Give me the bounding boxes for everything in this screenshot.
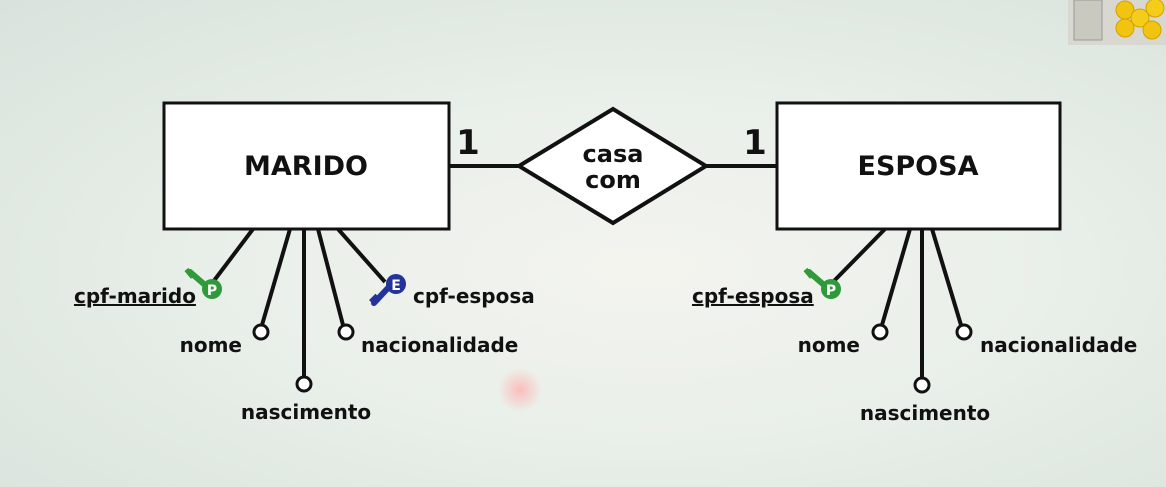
foreign-key-icon: E	[369, 274, 406, 306]
attr-marker-esposa-nome	[871, 323, 889, 341]
primary-key-icon: P	[184, 267, 222, 299]
attr-marker-marido-nacionalidade	[337, 323, 355, 341]
entity-marido-label: MARIDO	[244, 151, 368, 182]
marido-attribute-lines	[211, 227, 387, 376]
cardinality-right: 1	[743, 123, 767, 163]
primary-key-badge: P	[826, 283, 836, 299]
primary-key-icon: P	[803, 267, 841, 299]
relationship-casa-com[interactable]: casa com	[515, 106, 710, 226]
attr-marker-marido-nascimento	[295, 375, 313, 393]
attr-marker-marido-nome	[252, 323, 270, 341]
attr-marido-nacionalidade: nacionalidade	[361, 333, 518, 357]
attr-esposa-nascimento: nascimento	[860, 401, 990, 425]
corner-coins-icon	[1068, 0, 1166, 45]
esposa-attribute-lines	[830, 227, 963, 377]
entity-marido[interactable]: MARIDO	[162, 101, 451, 231]
attr-esposa-nacionalidade: nacionalidade	[980, 333, 1137, 357]
foreign-key-badge: E	[391, 278, 401, 294]
attr-cpf-marido: cpf-marido	[74, 284, 196, 308]
relationship-label-line2: com	[585, 166, 641, 194]
attr-marido-nome: nome	[180, 333, 242, 357]
attr-marker-esposa-nacionalidade	[955, 323, 973, 341]
attr-cpf-esposa-fk: cpf-esposa	[413, 284, 535, 308]
entity-esposa-label: ESPOSA	[858, 151, 979, 182]
primary-key-badge: P	[207, 283, 217, 299]
attr-marker-esposa-nascimento	[913, 376, 931, 394]
cardinality-left: 1	[456, 123, 480, 163]
attr-cpf-esposa: cpf-esposa	[692, 284, 814, 308]
attr-esposa-nome: nome	[798, 333, 860, 357]
entity-esposa[interactable]: ESPOSA	[775, 101, 1062, 231]
cursor-highlight	[498, 368, 542, 412]
attr-marido-nascimento: nascimento	[241, 400, 371, 424]
relationship-label-line1: casa	[583, 140, 644, 168]
